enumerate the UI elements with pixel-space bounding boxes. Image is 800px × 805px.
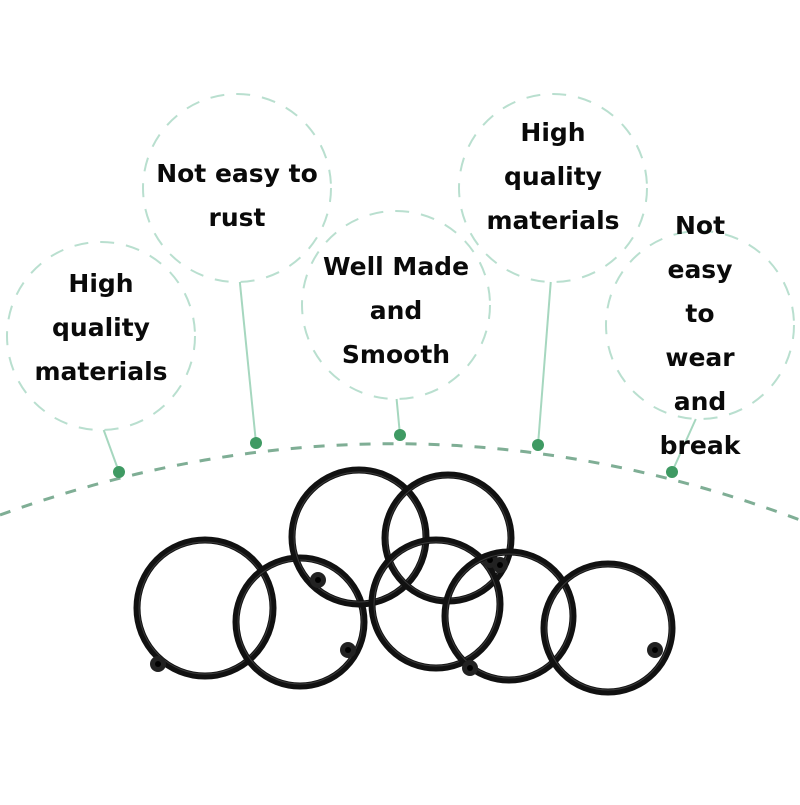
connector-line (395, 398, 401, 436)
connector-line (102, 429, 120, 473)
binder-rings-image (133, 466, 676, 696)
feature-label-high-quality-materials-2: High quality materials (486, 118, 620, 235)
arc-dot (113, 466, 125, 478)
feature-label-high-quality-materials: High quality materials (34, 269, 168, 386)
feature-label-not-easy-to-wear-and-break: Not easy to wear and break (659, 211, 741, 460)
feature-label-well-made-and-smooth: Well Made and Smooth (322, 252, 470, 369)
binder-ring (540, 560, 676, 696)
binder-ring (288, 466, 430, 608)
feature-bubble-outline (6, 241, 196, 431)
feature-bubbles (6, 93, 795, 478)
arc-dot (532, 439, 544, 451)
feature-bubble-outline (458, 93, 648, 283)
connector-line (238, 281, 257, 444)
feature-bubble-outline (301, 210, 491, 400)
binder-ring (441, 548, 577, 684)
feature-bubble-outline (142, 93, 332, 283)
dashed-arc (0, 442, 800, 522)
arc-dot (394, 429, 406, 441)
binder-ring (133, 536, 277, 680)
feature-label-not-easy-to-rust: Not easy to rust (156, 159, 318, 232)
arc-dot (250, 437, 262, 449)
arc-dot (666, 466, 678, 478)
feature-bubble-outline (605, 230, 795, 420)
connector-line (537, 281, 552, 446)
binder-ring (232, 554, 368, 690)
connector-line (671, 418, 697, 473)
binder-ring (368, 536, 504, 672)
